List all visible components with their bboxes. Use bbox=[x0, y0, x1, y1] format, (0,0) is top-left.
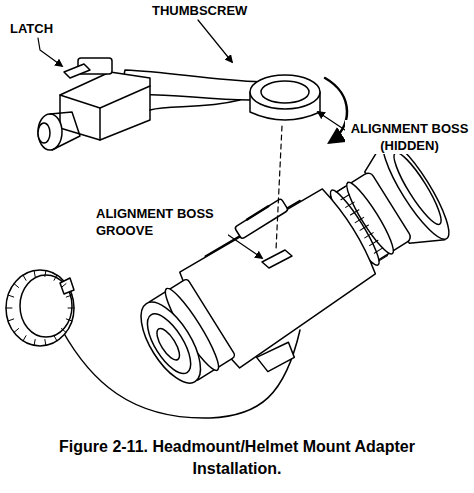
part-label: ALIGNMENT BOSS GROOVE bbox=[94, 205, 228, 239]
part-label: ALIGNMENT BOSS (HIDDEN) bbox=[345, 120, 474, 154]
alignment-boss-groove bbox=[262, 250, 292, 268]
alignment-line bbox=[276, 126, 282, 250]
figure-caption: Figure 2-11. Headmount/Helmet Mount Adap… bbox=[30, 436, 444, 480]
part-label: LATCH bbox=[8, 20, 72, 37]
part-label: THUMBSCREW bbox=[150, 2, 254, 19]
rotation-arrow bbox=[325, 78, 347, 142]
lens-cap bbox=[6, 270, 74, 346]
mount-adapter bbox=[38, 58, 320, 150]
leader-lines bbox=[38, 20, 360, 258]
monocular bbox=[120, 128, 469, 420]
